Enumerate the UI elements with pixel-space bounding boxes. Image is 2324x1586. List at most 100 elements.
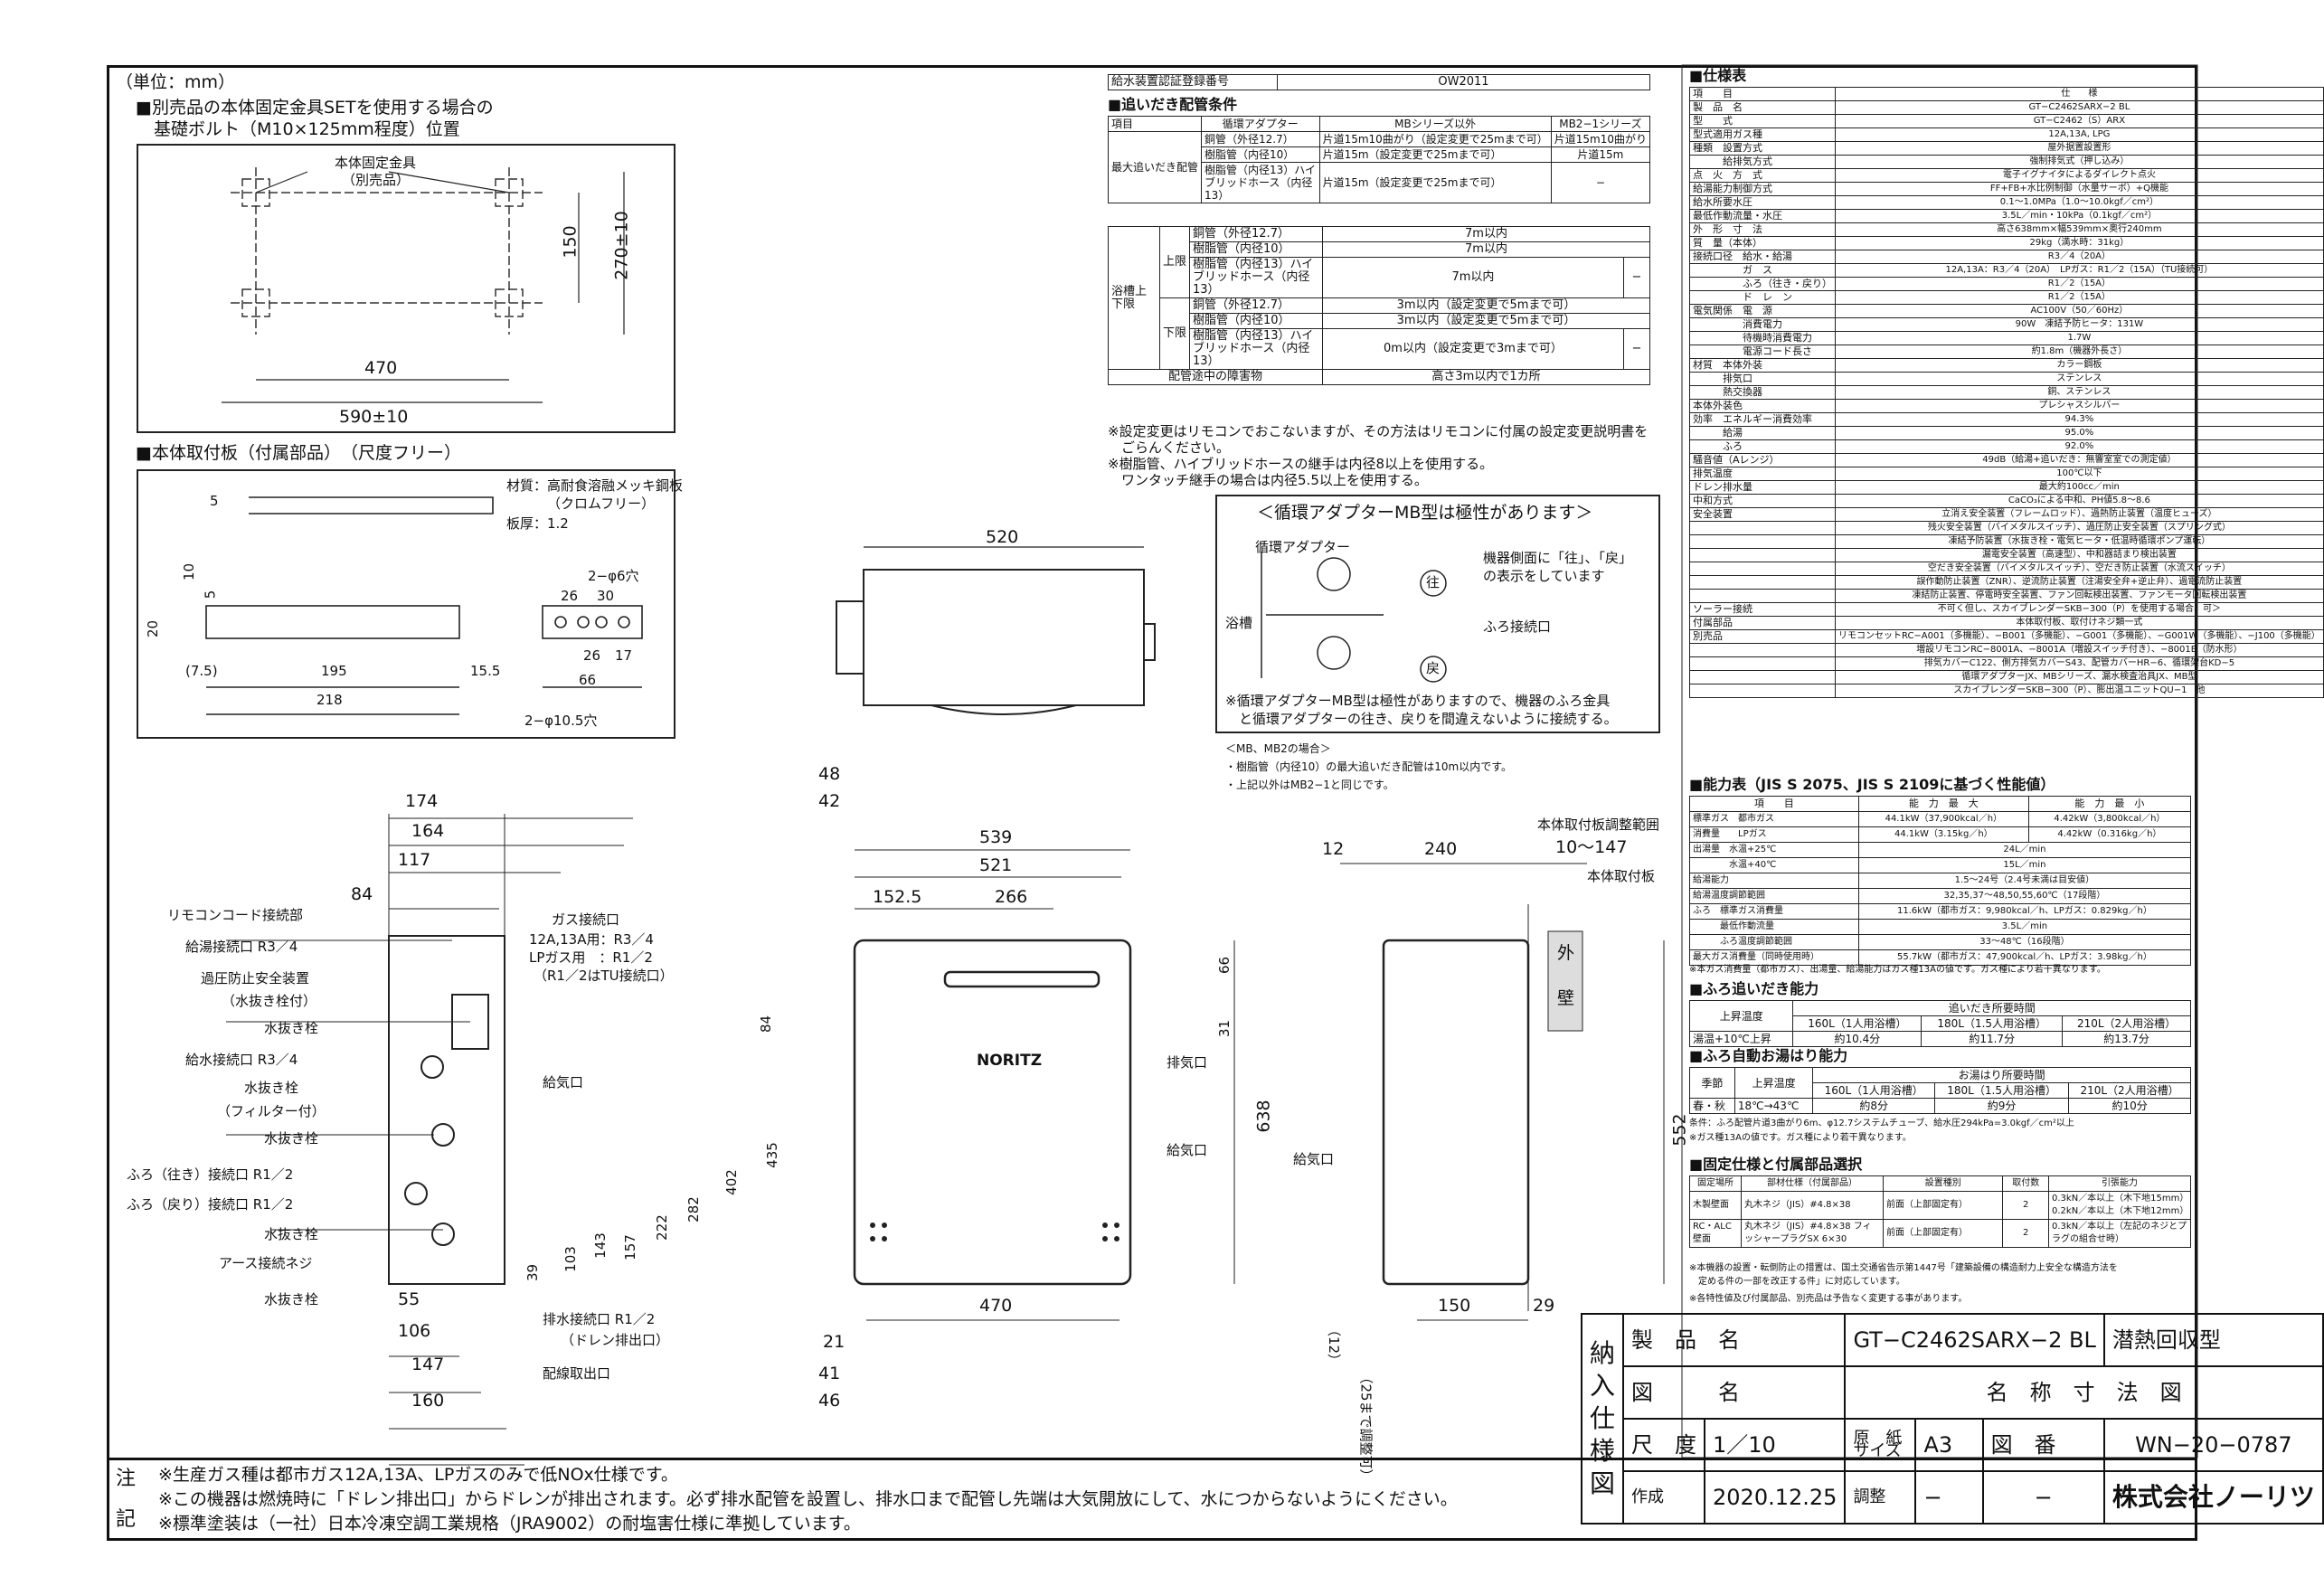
t2-r1-b: 7m以内 <box>1322 226 1650 242</box>
plate-dim-5: 5 <box>210 493 219 509</box>
bracket-label-2: （別売品） <box>342 172 411 188</box>
cap-cell: 4.42kW（3,800kcal／h） <box>2027 811 2192 827</box>
fs-head-force: 引張能力 <box>2048 1175 2191 1192</box>
spec-item <box>1689 548 1836 562</box>
spec-item: 接続口径 給水・給湯 <box>1689 250 1836 264</box>
plate-box <box>137 469 675 739</box>
drawno-value: WN−20−0787 <box>2102 1418 2324 1472</box>
left-label-3: 過圧防止安全装置 <box>201 970 310 987</box>
spec-item: ふろ <box>1689 439 1836 454</box>
spec-value: 循環アダプターJX、MBシリーズ、漏水検査治具JX、MB型 <box>1835 670 2324 684</box>
furo-auto-title: ■ふろ自動お湯はり能力 <box>1689 1047 1848 1064</box>
fa-row-160: 約8分 <box>1812 1098 1936 1114</box>
polarity-note-1: ※循環アダプターMB型は極性がありますので、機器のふろ金具 <box>1225 693 1611 709</box>
fa-head-time: お湯はり所要時間 <box>1812 1067 2191 1083</box>
t2-r6-c: − <box>1622 328 1651 370</box>
left-dim-174: 174 <box>405 791 439 811</box>
tv-3: 様 <box>1590 1436 1616 1466</box>
left-vdim-222: 222 <box>653 1214 670 1241</box>
spec-item: 電源コード長さ <box>1689 345 1836 359</box>
left-vdim-282: 282 <box>685 1196 702 1223</box>
fa-row-season: 春・秋 <box>1689 1098 1735 1114</box>
spec-item <box>1689 656 1836 671</box>
spec-item: 給湯 <box>1689 426 1836 440</box>
fo-head-time: 追いだき所要時間 <box>1792 1000 2191 1016</box>
spec-row: ソーラー接続不可く但し、スカイブレンダーSKB−300（P）を使用する場合、可＞ <box>1689 602 2324 617</box>
spec-value: FF+FB+水比例制御（水量サーボ）+Q機能 <box>1835 182 2324 196</box>
gas-label-1: ガス接続口 <box>552 911 620 928</box>
spec-item: 給水所要水圧 <box>1689 195 1836 210</box>
main-dim-521: 521 <box>979 855 1013 875</box>
title-vertical: 納入仕様図 <box>1580 1313 1625 1525</box>
spec-value: 空だき安全装置（バイメタルスイッチ）、空だき防止装置（水流スイッチ） <box>1835 562 2324 576</box>
spec-item: 熱交換器 <box>1689 385 1836 400</box>
main-dim-66: 66 <box>1216 956 1233 975</box>
t2-r1-a: 銅管（外径12.7） <box>1189 226 1324 242</box>
cap-head: 能 力 最 大 <box>1857 796 2029 812</box>
fa-row-210: 約10分 <box>2068 1098 2191 1114</box>
oidaki-r2-b: 片道15m（設定変更で25mまで可） <box>1318 146 1552 163</box>
mb-note-2: ・上記以外はMB2−1と同じです。 <box>1225 779 1394 791</box>
plate-hole10: 2−φ10.5穴 <box>524 713 598 729</box>
cert-value: OW2011 <box>1277 74 1650 90</box>
fs-r2-force: 0.3kN／本以上（左記のネジとプラグの組合せ時） <box>2048 1219 2191 1248</box>
plate-dim-66: 66 <box>579 672 597 688</box>
fo-sub-180: 180L（1.5人用浴槽） <box>1921 1015 2064 1032</box>
spec-item: ふろ（往き・戻り） <box>1689 277 1836 291</box>
left-label-11: ふろ（戻り）接続口 R1／2 <box>127 1196 294 1213</box>
notes-label-1: 注 <box>116 1468 137 1490</box>
main-dim-152-5: 152.5 <box>873 887 922 907</box>
oidaki-head-mb: MBシリーズ以外 <box>1318 116 1552 132</box>
cap-cell: 24L／min <box>1857 842 2192 858</box>
plate-dim-7-5: (7.5) <box>185 663 218 679</box>
upper-label: 上限 <box>1158 226 1191 298</box>
spec-item: 種類 設置方式 <box>1689 141 1836 156</box>
spec-title: ■仕様表 <box>1689 67 1747 84</box>
main-dim-48: 48 <box>818 764 841 784</box>
main-dim-539: 539 <box>979 827 1013 847</box>
spec-row: 質 量（本体）29kg（満水時：31kg） <box>1689 236 2324 250</box>
polarity-note-2: と循環アダプターの往き、戻りを間違えないように接続する。 <box>1225 711 1618 727</box>
spec-value: リモコンセットRC−A001（多機能）、−B001（多機能）、−G001（多機能… <box>1835 629 2324 644</box>
left-vdim-143: 143 <box>591 1232 609 1259</box>
spec-row: 外 形 寸 法高さ638mm×幅539mm×奥行240mm <box>1689 222 2324 237</box>
spec-row: 材質 本体外装カラー鋼板 <box>1689 358 2324 373</box>
fa-note-2: ※ガス種13Aの値です。ガス種により若干異なります。 <box>1689 1133 1912 1143</box>
note-line-2: ※この機器は燃焼時に「ドレン排出口」からドレンが排出されます。必ず排水配管を設置… <box>158 1489 1458 1509</box>
drawing-name: 名 称 寸 法 図 <box>1844 1365 2324 1420</box>
cap-cell: 1.5〜24号（2.4号未満は目安値） <box>1857 873 2192 889</box>
polarity-tub: 浴槽 <box>1225 615 1253 631</box>
spec-value: R3／4（20A） <box>1835 250 2324 264</box>
side-dim-552: 552 <box>1669 1113 1690 1147</box>
spec-row: 項 目仕 様 <box>1689 87 2324 101</box>
side-range: 10〜147 <box>1555 837 1628 857</box>
fo-sub-210: 210L（2人用浴槽） <box>2062 1015 2191 1032</box>
polarity-side-2: の表示をしています <box>1483 568 1605 584</box>
spec-row: ふろ（往き・戻り）R1／2（15A） <box>1689 277 2324 291</box>
spec-value: カラー鋼板 <box>1835 358 2324 373</box>
drawno-label: 図 番 <box>1981 1418 2105 1472</box>
spec-value: 100℃以下 <box>1835 467 2324 481</box>
spec-item: 効率 エネルギー消費効率 <box>1689 412 1836 427</box>
plate-dim-10: 10 <box>181 562 198 581</box>
main-dim-42: 42 <box>818 791 841 811</box>
fa-row-rise: 18℃→43℃ <box>1734 1098 1814 1114</box>
polarity-ou: 往 <box>1426 574 1441 590</box>
fs-r1-force: 0.3kN／本以上（木下地15mm）0.2kN／本以上（木下地12mm） <box>2048 1191 2191 1220</box>
left-vdim-157: 157 <box>621 1234 638 1260</box>
spec-value: 凍結予防装置（水抜き栓・電気ヒータ・低温時循環ポンプ運転） <box>1835 534 2324 549</box>
left-label-8: （フィルター付） <box>217 1103 326 1119</box>
paper-label: 原 紙サイズ <box>1844 1418 1917 1472</box>
mb-note-1: ・樹脂管（内径10）の最大追いだき配管は10m以内です。 <box>1225 760 1513 773</box>
spec-value: 最大約100cc／min <box>1835 480 2324 495</box>
cap-cell: 水温+40℃ <box>1689 857 1859 873</box>
spec-row: 騒音値（Aレンジ）49dB（給湯+追いだき：無響室室での測定値） <box>1689 453 2324 467</box>
spec-value: 銅、ステンレス <box>1835 385 2324 400</box>
